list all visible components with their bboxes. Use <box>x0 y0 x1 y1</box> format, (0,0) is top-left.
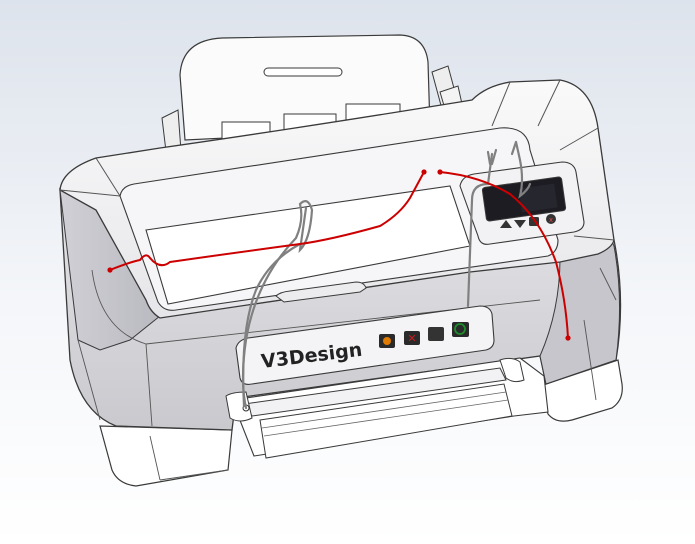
up-key[interactable] <box>500 220 512 228</box>
red-x-button[interactable]: ✕ <box>404 331 420 345</box>
control-panel: x <box>459 161 585 245</box>
printer-body <box>59 159 623 487</box>
front-panel: V3Design ✕ <box>235 305 495 385</box>
orange-button[interactable] <box>379 334 395 348</box>
down-key[interactable] <box>514 220 526 228</box>
wire-endpoints <box>107 169 571 341</box>
dark-button[interactable] <box>428 327 444 341</box>
svg-text:✕: ✕ <box>407 332 416 345</box>
cancel-key[interactable]: x <box>546 214 556 224</box>
svg-text:x: x <box>549 216 553 224</box>
green-power-button[interactable] <box>452 322 469 337</box>
paper-drawer <box>225 357 549 459</box>
red-wires <box>109 171 569 339</box>
